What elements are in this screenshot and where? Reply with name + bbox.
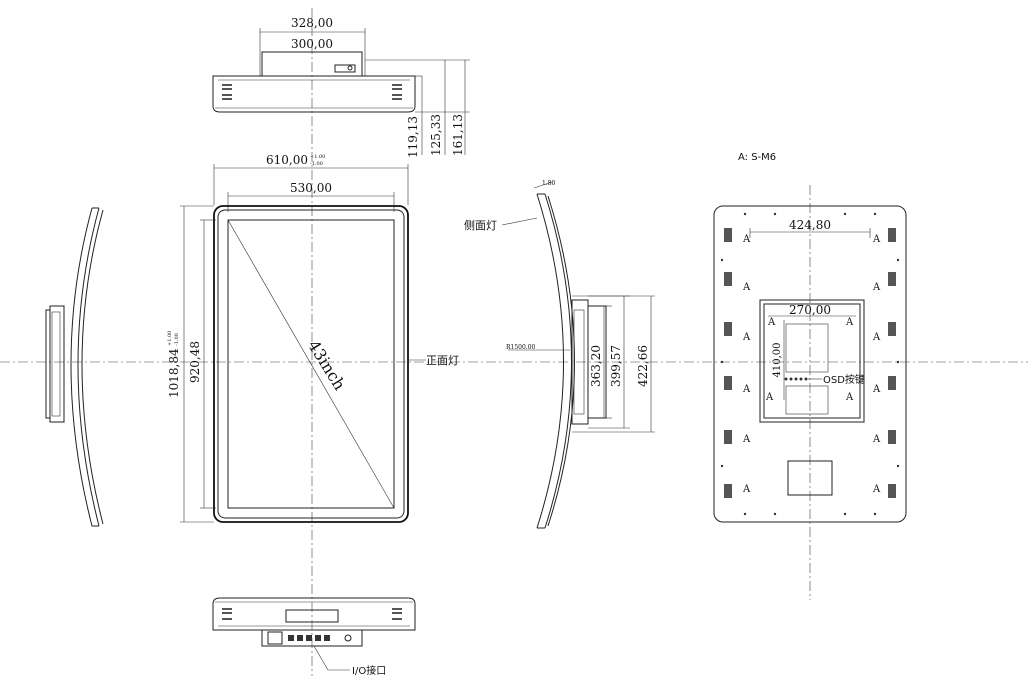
rear-dim-vesa-width: 270,00 xyxy=(789,303,831,317)
left-side-view xyxy=(45,207,104,527)
hole-marker-r5: A xyxy=(872,434,881,445)
front-dim-screen-width: 530,00 xyxy=(290,181,332,195)
top-dim-inner-width: 300,00 xyxy=(291,37,333,51)
hole-marker-l5: A xyxy=(742,434,751,445)
front-dim-screen-height: 920,48 xyxy=(188,341,202,383)
hole-marker-l3: A xyxy=(742,332,751,343)
top-dim-outer-width: 328,00 xyxy=(291,16,333,30)
hole-marker-r2: A xyxy=(872,282,881,293)
hole-marker-vesa-tr: A xyxy=(845,317,854,328)
io-label: I/O接口 xyxy=(352,664,386,677)
thread-note: A: S-M6 xyxy=(738,152,776,163)
front-dim-height-tol-upper: +1.00 xyxy=(167,331,173,346)
front-dim-height: 1018,84 xyxy=(167,348,181,398)
front-view: 610,00 +1.00 -1.00 530,00 1018,84 +1.00 … xyxy=(167,153,459,523)
hole-marker-vesa-br: A xyxy=(845,392,854,403)
bottom-view: I/O接口 xyxy=(212,597,416,677)
hole-marker-l4: A xyxy=(742,384,751,395)
center-lines xyxy=(0,8,1028,676)
hole-marker-l1: A xyxy=(742,234,751,245)
side-dim-box-height-3: 422,66 xyxy=(636,345,650,387)
screen-size-label: 43inch xyxy=(304,337,349,394)
top-dim-depth-3: 161,13 xyxy=(451,114,465,156)
front-dim-width: 610,00 xyxy=(266,153,308,167)
rear-dim-vesa-height: 410,00 xyxy=(772,343,783,378)
side-light-label: 侧面灯 xyxy=(464,219,497,232)
side-angle-label: 1.80 xyxy=(542,180,556,187)
front-dim-width-tol-lower: -1.00 xyxy=(310,161,323,167)
front-dim-height-tol-lower: -1.00 xyxy=(174,333,180,346)
rear-view: A: S-M6 424,80 270,00 410,00 OSD按键 A A A… xyxy=(713,152,907,523)
rear-dim-hole-span: 424,80 xyxy=(789,218,831,232)
hole-marker-vesa-bl: A xyxy=(765,392,774,403)
curved-side-view: 1.80 侧面灯 R1500.00 363,20 399,57 422,66 xyxy=(464,180,655,529)
hole-marker-r1: A xyxy=(872,234,881,245)
side-dim-box-height-1: 363,20 xyxy=(589,345,603,387)
hole-marker-r6: A xyxy=(872,484,881,495)
side-dim-box-height-2: 399,57 xyxy=(609,345,623,387)
side-radius-label: R1500.00 xyxy=(506,344,536,351)
hole-marker-r3: A xyxy=(872,332,881,343)
top-dim-depth-2: 125,33 xyxy=(429,114,443,156)
hole-marker-l6: A xyxy=(742,484,751,495)
hole-marker-l2: A xyxy=(742,282,751,293)
osd-label: OSD按键 xyxy=(823,373,865,386)
hole-marker-r4: A xyxy=(872,384,881,395)
top-view: 328,00 300,00 119,13 125,33 161,13 xyxy=(212,16,470,158)
hole-marker-vesa-tl: A xyxy=(767,317,776,328)
front-dim-width-tol-upper: +1.00 xyxy=(310,154,325,160)
top-dim-depth-1: 119,13 xyxy=(406,116,420,158)
front-light-label: 正面灯 xyxy=(426,354,459,367)
